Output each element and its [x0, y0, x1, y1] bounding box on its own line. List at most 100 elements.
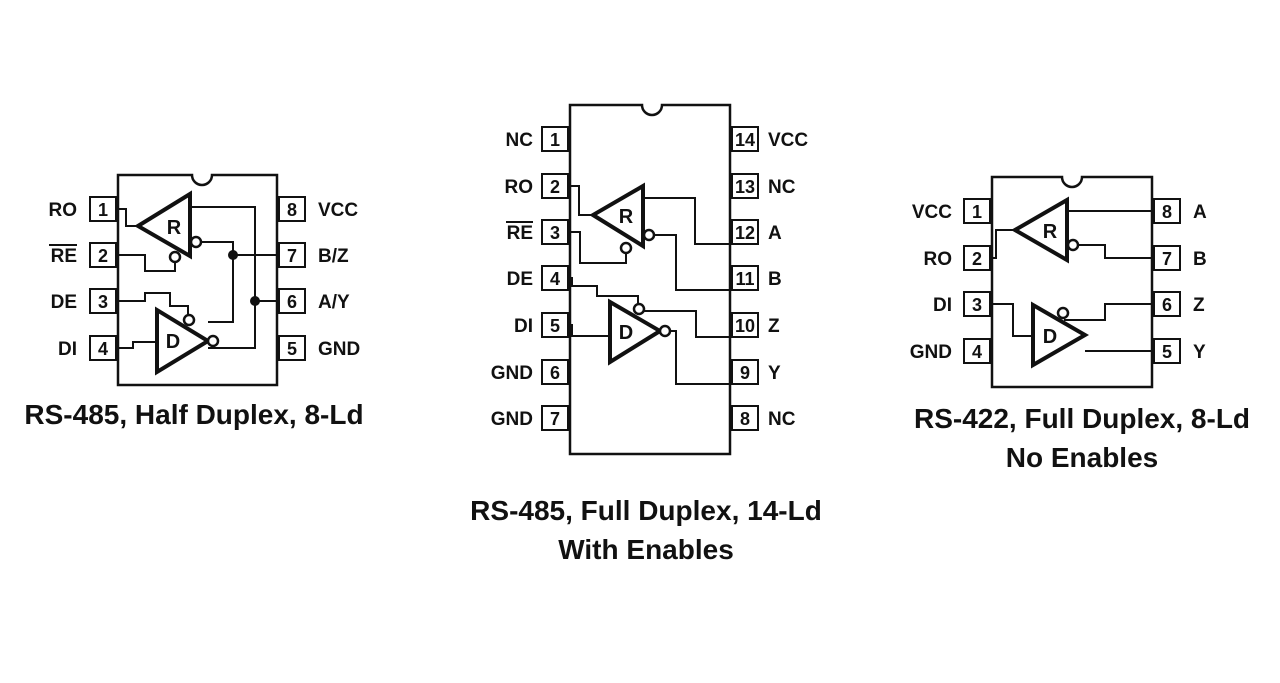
pin-label: B/Z	[318, 246, 349, 267]
receiver-triangle	[134, 190, 192, 260]
pin-number: 5	[550, 316, 560, 336]
pin-box	[541, 405, 569, 431]
pin-number: 11	[735, 269, 754, 289]
pin-box	[541, 359, 569, 385]
pin-box	[278, 288, 306, 314]
pin-label: NC	[506, 130, 534, 151]
driver-triangle	[155, 306, 212, 376]
pin-number: 5	[1162, 342, 1172, 362]
receiver-label: R	[167, 217, 182, 239]
inverting-bubble	[168, 250, 182, 264]
junction-dot	[228, 250, 238, 260]
chip-rs422-8: 1 2 3 4 8 7 6 5 VCC RO DI GND A B Z Y R	[910, 175, 1250, 473]
pin-label: DE	[507, 269, 533, 290]
pin-box	[963, 245, 991, 271]
pin-number: 3	[972, 295, 982, 315]
driver-triangle	[1031, 301, 1090, 369]
chip-caption: RS-422, Full Duplex, 8-Ld	[914, 403, 1250, 434]
pin-box	[89, 242, 117, 268]
pin-number: 14	[735, 130, 755, 150]
chip-caption: RS-485, Full Duplex, 14-Ld	[470, 495, 822, 526]
chip-caption-subtitle: With Enables	[558, 534, 734, 565]
pin-label: RE	[51, 246, 77, 267]
pin-number: 7	[287, 246, 297, 266]
pin-label: RO	[505, 177, 534, 198]
pin-number: 8	[1162, 202, 1172, 222]
pin-box	[731, 126, 759, 152]
driver-label: D	[619, 322, 633, 344]
pin-label: RE	[507, 223, 533, 244]
pin-label: GND	[910, 342, 952, 363]
pin-box	[731, 312, 759, 338]
pin-label: A/Y	[318, 292, 350, 313]
chip-body	[990, 175, 1154, 389]
pin-label: VCC	[912, 202, 952, 223]
pin-box	[89, 335, 117, 361]
junction-dot	[250, 296, 260, 306]
receiver-label: R	[1043, 221, 1058, 243]
pin-label: DI	[58, 339, 77, 360]
pin-box	[731, 359, 759, 385]
pin-number: 12	[735, 223, 755, 243]
inverting-bubble	[658, 324, 672, 338]
pin-label: GND	[318, 339, 360, 360]
pin-number: 2	[550, 177, 560, 197]
pin-label: NC	[768, 177, 796, 198]
pin-number: 1	[550, 130, 560, 150]
pin-label: DI	[933, 295, 952, 316]
pin-box	[731, 219, 759, 245]
pin-box	[731, 405, 759, 431]
pin-label: NC	[768, 409, 796, 430]
pin-number: 13	[735, 177, 755, 197]
inverting-bubble	[1066, 238, 1080, 252]
pin-label: DE	[51, 292, 77, 313]
pin-number: 1	[972, 202, 982, 222]
pin-number: 5	[287, 339, 297, 359]
pin-number: 4	[98, 339, 108, 359]
pin-box	[541, 219, 569, 245]
chip-full-duplex-14: 1 2 3 4 5 6 7 14 13 12 11 10 9 8 NC RO R…	[470, 103, 822, 565]
pin-box	[278, 196, 306, 222]
driver-label: D	[1043, 326, 1057, 348]
pin-box	[963, 338, 991, 364]
receiver-label: R	[619, 206, 634, 228]
chip-half-duplex-8: 1 2 3 4 8 7 6 5 RO RE DE DI VCC B/Z A/Y …	[24, 173, 364, 430]
pin-label: RO	[924, 249, 953, 270]
chip-caption: RS-485, Half Duplex, 8-Ld	[24, 399, 363, 430]
pin-label: Z	[768, 316, 780, 337]
pin-label: GND	[491, 409, 533, 430]
pin-box	[731, 173, 759, 199]
pin-number: 4	[550, 269, 560, 289]
pin-number: 6	[550, 363, 560, 383]
pin-number: 2	[972, 249, 982, 269]
pin-number: 2	[98, 246, 108, 266]
pin-number: 10	[735, 316, 755, 336]
pin-box	[731, 265, 759, 291]
driver-triangle	[608, 298, 664, 366]
pin-number: 9	[740, 363, 750, 383]
pin-label: Z	[1193, 295, 1205, 316]
pin-label: A	[768, 223, 782, 244]
inverting-bubble	[189, 235, 203, 249]
receiver-triangle	[1010, 196, 1069, 264]
pin-box	[278, 242, 306, 268]
pin-number: 1	[98, 200, 108, 220]
pin-box	[1153, 198, 1181, 224]
pin-box	[963, 198, 991, 224]
pin-label: A	[1193, 202, 1207, 223]
inverting-bubble	[1056, 306, 1070, 320]
chip-body	[568, 103, 732, 456]
inverting-bubble	[206, 334, 220, 348]
pin-number: 6	[287, 292, 297, 312]
pin-number: 8	[740, 409, 750, 429]
pin-box	[278, 335, 306, 361]
inverting-bubble	[642, 228, 656, 242]
pin-label: VCC	[318, 200, 358, 221]
driver-label: D	[166, 331, 180, 353]
pin-box	[963, 291, 991, 317]
pin-label: Y	[768, 363, 781, 384]
pin-number: 7	[550, 409, 560, 429]
pin-number: 8	[287, 200, 297, 220]
pin-label: RO	[49, 200, 78, 221]
